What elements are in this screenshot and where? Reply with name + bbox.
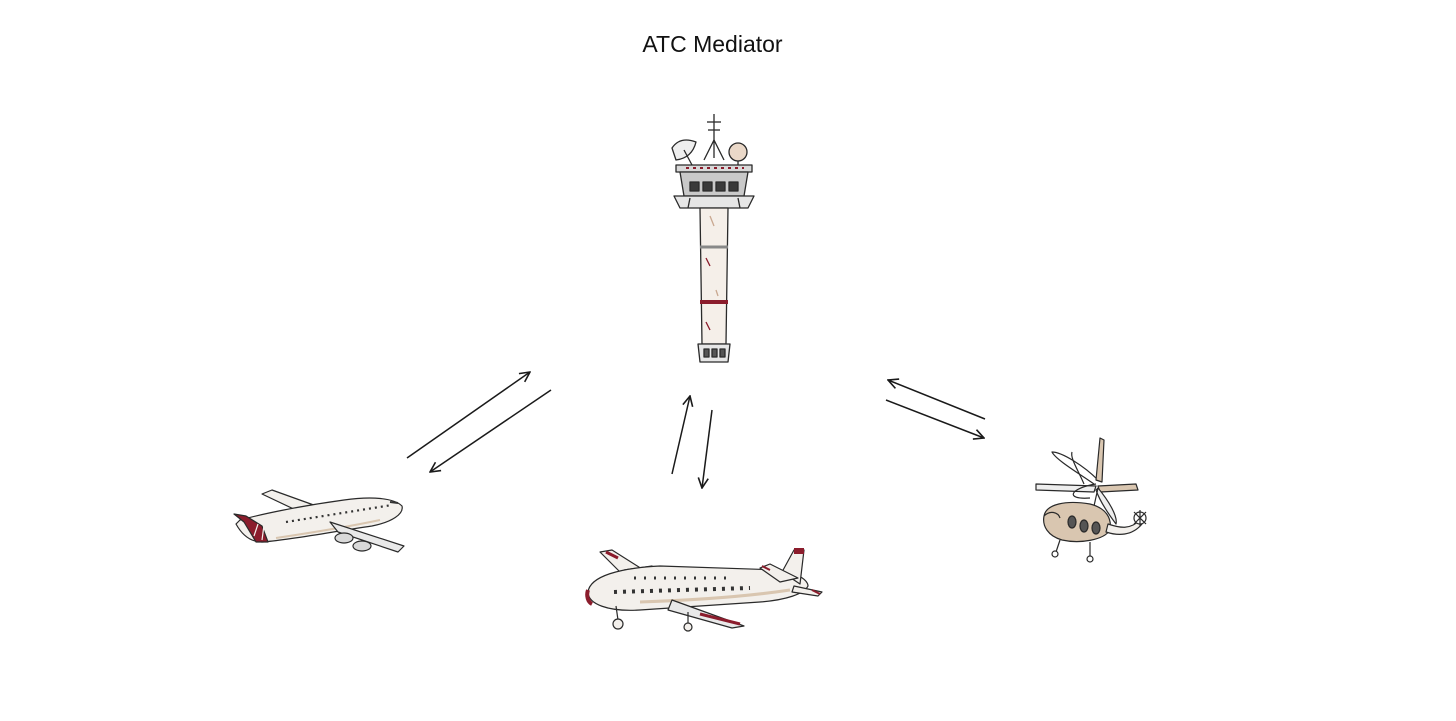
arrow-prop-to-tower bbox=[671, 396, 690, 475]
heli-tower-connection bbox=[885, 380, 986, 438]
diagram-title: ATC Mediator bbox=[642, 31, 783, 57]
arrow-tower-to-heli bbox=[885, 399, 984, 438]
arrow-tower-to-prop bbox=[702, 409, 713, 488]
jet-tower-connection bbox=[406, 372, 552, 472]
arrow-heli-to-tower bbox=[888, 380, 986, 420]
prop-tower-connection bbox=[671, 396, 713, 488]
control-tower-icon bbox=[671, 114, 755, 363]
helicopter-icon bbox=[1035, 437, 1147, 563]
arrow-tower-to-jet bbox=[430, 389, 552, 472]
jet-airplane-icon bbox=[233, 489, 405, 553]
arrow-jet-to-tower bbox=[406, 372, 530, 459]
propeller-airplane-icon bbox=[585, 548, 823, 632]
